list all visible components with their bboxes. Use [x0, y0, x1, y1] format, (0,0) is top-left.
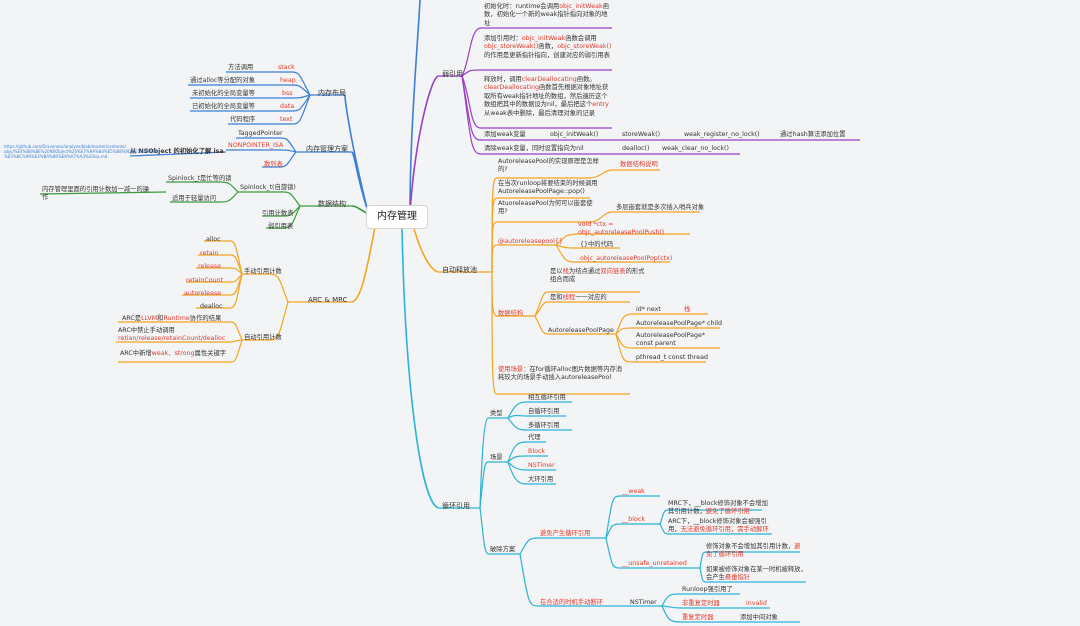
weak-hash-note: 通过hash算法添加位置 [780, 131, 846, 138]
layout-text-desc: 代码程序 [230, 116, 256, 123]
cycle-type-self: 自循环引用 [528, 408, 560, 415]
autorelease-q3-answer: 多层嵌套就是多次插入哨兵对象 [616, 204, 705, 211]
mrc-autorelease: autorelease [184, 290, 222, 297]
weak-clear-func: weak_clear_no_lock() [662, 145, 729, 152]
scheme-isa-note: 从 NSObject 的初始化了解 isa [130, 148, 224, 155]
timer-middle-object: 添加中间对象 [740, 614, 778, 621]
scheme-isa-link-2[interactable]: objc/%E4%BB%8E%20NSObject%20%E7%9A%84%E5… [4, 149, 159, 154]
mrc-dealloc: dealloc [200, 303, 223, 310]
ds-refcount: 引用计数表 [262, 210, 294, 217]
cycle-scene-delegate: 代理 [528, 434, 541, 441]
layout-bss-desc: 未初始化的全局变量等 [192, 90, 255, 97]
page-parent: AutoreleasePoolPage* const parent [636, 332, 706, 348]
ds-branch-label[interactable]: 数据结构 [318, 200, 346, 208]
layout-branch-label[interactable]: 内存布局 [318, 89, 346, 97]
cycle-avoid: 避免产生循环引用 [540, 530, 591, 537]
scheme-tagged: TaggedPointer [238, 130, 283, 137]
cycle-scene-big: 大环引用 [528, 476, 554, 483]
cycle-nstimer: NSTimer [630, 599, 657, 606]
autorelease-ds-thread: 是和线程一一对应的 [550, 294, 607, 301]
kw-unsafe: __unsafe_unretained [622, 560, 687, 567]
autorelease-q3: AtuoreleasePool为何可以嵌套使用? [498, 200, 593, 216]
autorelease-ds: 数据结构 [498, 310, 524, 317]
layout-heap: heap [280, 77, 296, 84]
scheme-isa-link-3[interactable]: %E5%8C%96%E4%BA%86%E8%A7%A3%20isa.md [4, 154, 108, 159]
layout-bss: bss [282, 90, 293, 97]
arc-branch-label[interactable]: ARC & MRC [308, 296, 348, 304]
weak-dealloc-func: dealloc() [622, 145, 650, 152]
cycle-scene-nstimer: NSTimer [528, 462, 555, 469]
scheme-isa-link-1[interactable]: https://github.com/Draveness/analyze/blo… [4, 144, 126, 149]
ds-refnote: 内存管理里面的引用计数加一减一的操作 [42, 186, 150, 202]
scheme-nonpointer: NONPOINTER_ISA [228, 142, 284, 149]
layout-data-desc: 已初始化的全局变量等 [192, 103, 255, 110]
page-child: AutoreleasePoolPage* child [636, 320, 722, 327]
mrc-retaincount: retainCount [186, 277, 224, 284]
mrc-retain: retain [200, 250, 219, 257]
weak-note-release: 释放时，调用clearDeallocating函数。clearDeallocat… [484, 76, 609, 117]
layout-heap-desc: 通过alloc等分配的对象 [190, 77, 256, 84]
unsafe-note-1: 修饰对象不会增加其引用计数，避免了循环引用 [706, 543, 801, 559]
autorelease-at: @autoreleasepool{} [498, 238, 563, 245]
autorelease-usage: 使用场景：在for循环alloc图片数据等内存消耗较大的场景手动插入autore… [498, 366, 623, 382]
weak-note-add: 添加引用时：objc_initWeak函数会调用objc_storeWeak()… [484, 35, 612, 59]
scheme-branch-label[interactable]: 内存管理方案 [306, 145, 348, 153]
autorelease-q1: AutoreleasePool的实现原理是怎样的? [498, 158, 599, 174]
weak-init-func: objc_initWeak() [550, 131, 599, 138]
cycle-type-multi: 多循环引用 [528, 422, 560, 429]
layout-text: text [280, 116, 293, 123]
kw-block: __block [622, 516, 646, 523]
block-arc-note: ARC下，__block修饰对象会被强引用，无法避免循环引用，需手动解环 [668, 518, 769, 534]
page-next: id* next [636, 306, 661, 313]
weak-add-var: 添加weak变量 [484, 131, 526, 138]
cycle-scene: 场景 [490, 454, 503, 461]
autorelease-pop: objc_autoreleasePoolPop(ctx) [580, 255, 673, 262]
weak-branch-label[interactable]: 弱引用 [442, 70, 463, 78]
arc-auto-item2: ARC中禁止手动调用retian/release/retainCount/dea… [118, 327, 226, 343]
page-stack: 栈 [684, 306, 691, 313]
cycle-manual-break: 在合适的时机手动断环 [540, 599, 603, 606]
layout-stack: stack [278, 64, 295, 71]
scheme-hash: 散列表 [264, 161, 283, 168]
weak-clear-var: 清除weak变量，同时设置指向为nil [484, 145, 584, 152]
timer-repeat: 重复定时器 [682, 614, 714, 621]
ds-spinlock: Spinlock_t(自旋锁) [240, 184, 296, 191]
cycle-solution: 破除方案 [490, 546, 516, 553]
mrc-alloc: alloc [206, 236, 221, 243]
arc-auto-item3: ARC中新增weak、strong属性关键字 [120, 350, 227, 357]
timer-nonrepeat: 非重复定时器 [682, 600, 720, 607]
autorelease-q1-answer: 数据结构说明 [620, 161, 658, 168]
timer-runloop: Runloop强引用了 [682, 586, 733, 593]
ds-spin-note1: Spinlock_t是忙等的锁 [168, 175, 232, 182]
block-mrc-note: MRC下，__block修饰对象不会增加其引用计数，避免了循环引用 [668, 500, 768, 516]
weak-register-func: weak_register_no_lock() [684, 131, 760, 138]
cycle-type-mutual: 相互循环引用 [528, 394, 566, 401]
unsafe-note-2: 如果被修饰对象在某一时机被释放，会产生悬垂指针 [706, 566, 807, 582]
arc-auto-item1: ARC是LLVM和Runtime协作的结果 [122, 315, 222, 322]
mrc-release: release [198, 263, 221, 270]
arc-auto-label: 自动引用计数 [244, 334, 282, 341]
layout-stack-desc: 方法调用 [228, 64, 254, 71]
layout-data: data [280, 103, 295, 110]
autorelease-q2: 在当次runloop将要结束的时候调用AutoreleasePoolPage::… [498, 180, 598, 196]
kw-weak: __weak [622, 488, 645, 495]
page-thread: pthread_t const thread [636, 354, 708, 361]
timer-invalid: invalid [746, 600, 767, 607]
cycle-branch-label[interactable]: 循环引用 [442, 502, 470, 510]
ds-weak-table: 弱引用表 [268, 223, 294, 230]
root-node[interactable]: 内存管理 [366, 205, 428, 229]
weak-store-func: storeWeak() [622, 131, 661, 138]
autorelease-ds-stack: 是以栈为结点通过双向链表的形式组合而成 [550, 268, 645, 284]
cycle-scene-block: Block [528, 448, 546, 455]
ds-spin-note2: 适用于轻量访问 [172, 195, 217, 202]
autorelease-code: {}中的代码 [580, 241, 614, 248]
arc-manual-label: 手动引用计数 [244, 268, 282, 275]
cycle-type: 类型 [490, 410, 503, 417]
autorelease-push: void *ctx = objc_autoreleasePoolPush() [578, 221, 665, 237]
autorelease-page: AutoreleasePoolPage [548, 327, 614, 334]
autorelease-branch-label[interactable]: 自动释放池 [442, 266, 477, 274]
weak-note-init: 初始化时：runtime会调用objc_initWeak函数，初始化一个新的we… [484, 3, 609, 27]
